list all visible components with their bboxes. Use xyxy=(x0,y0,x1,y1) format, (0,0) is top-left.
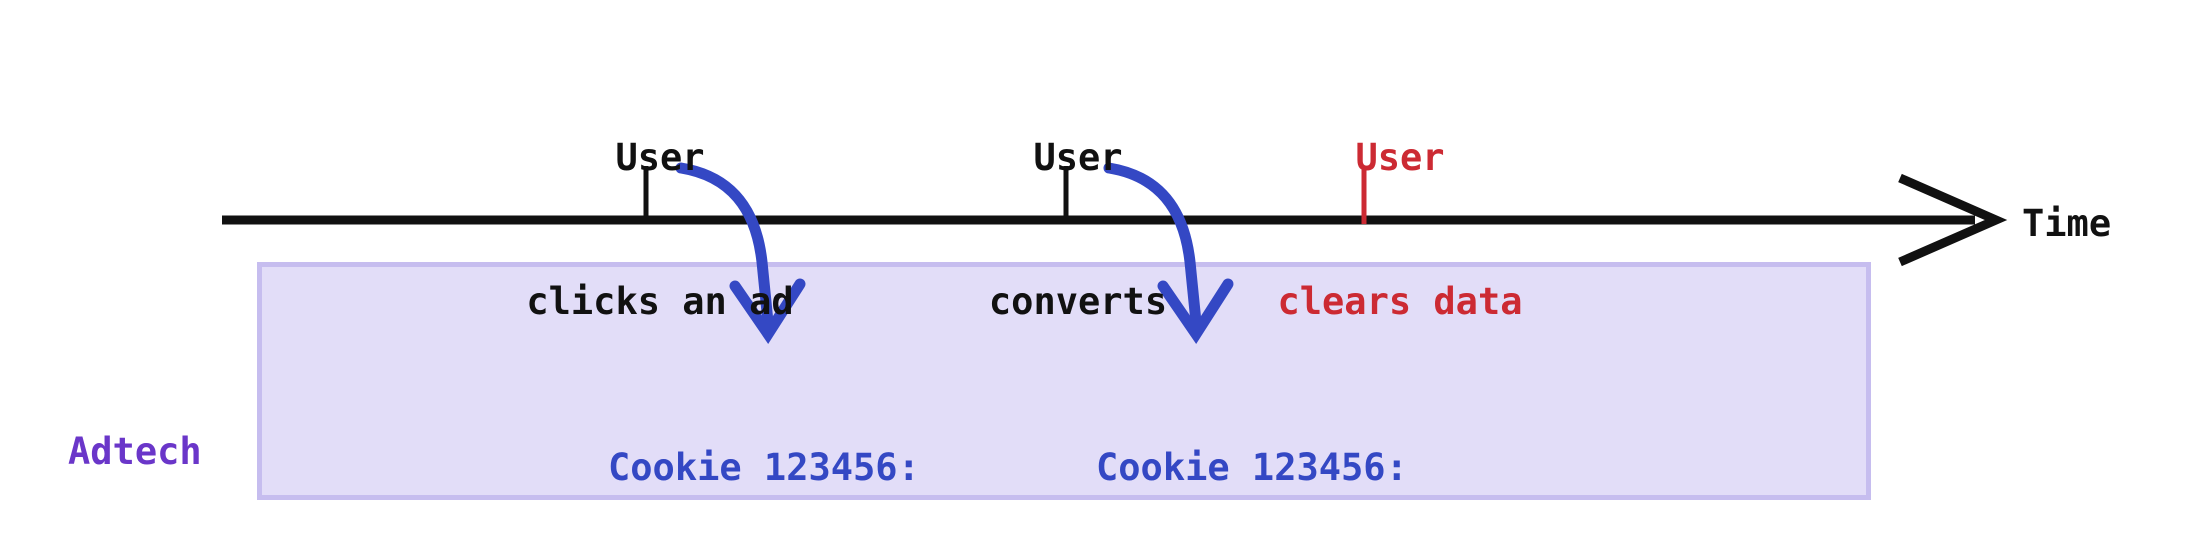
event-label-clear-data: User clears data xyxy=(1277,38,1522,423)
event-label-conversion: User converts xyxy=(989,38,1167,423)
event-label-ad-click: User clicks an ad xyxy=(526,38,793,423)
event-label-line2: clears data xyxy=(1277,280,1523,324)
event-label-line1: User xyxy=(615,136,705,180)
event-label-line1: User xyxy=(1033,136,1123,180)
log-entry-line1: Cookie 123456: xyxy=(608,446,920,490)
log-entry-converted: Cookie 123456: Converted xyxy=(1096,348,1408,534)
event-label-line2: converts xyxy=(988,280,1168,324)
adtech-server-label-line1: Adtech xyxy=(68,429,202,473)
event-label-line1: User xyxy=(1355,136,1445,180)
event-label-line2: clicks an ad xyxy=(526,280,794,324)
adtech-server-region xyxy=(257,262,1871,500)
arrow-ad-click-to-log xyxy=(675,162,806,344)
adtech-server-label: Adtech server xyxy=(68,333,202,534)
log-entry-line1: Cookie 123456: xyxy=(1096,446,1408,490)
timeline-arrowhead-icon xyxy=(1898,173,2008,267)
log-entry-ad-clicked: Cookie 123456: Ad clicked xyxy=(608,348,920,534)
axis-label-time: Time xyxy=(2022,202,2112,245)
arrow-conversion-to-log xyxy=(1103,162,1234,344)
